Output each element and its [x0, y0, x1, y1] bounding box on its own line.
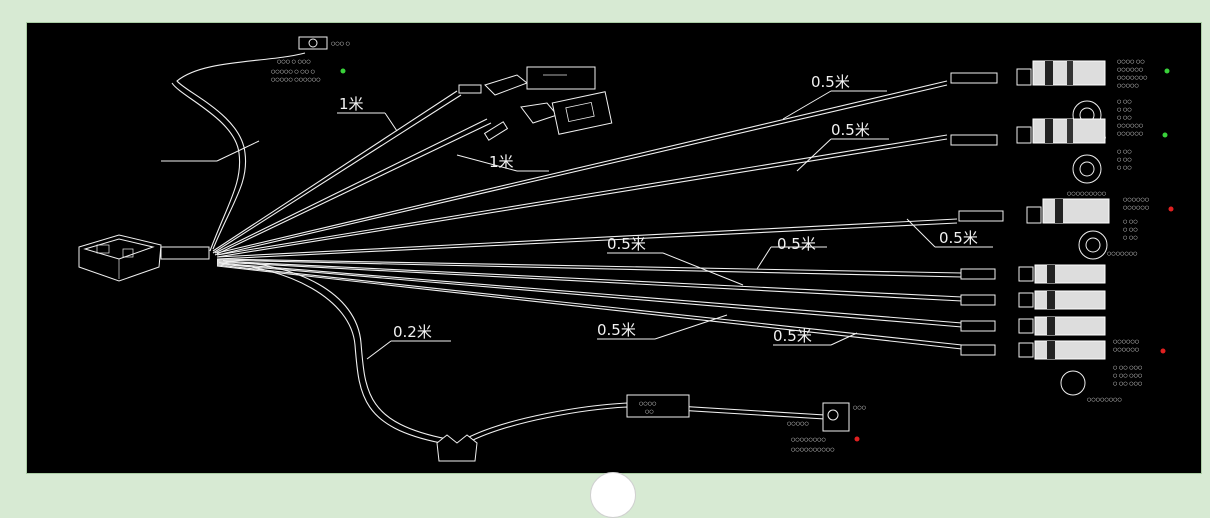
- label-02m: 0.2米: [393, 323, 432, 341]
- fuse-box: ○○○○ ○○: [626, 394, 690, 418]
- svg-text:○○○○○ ○ ○○ ○: ○○○○○ ○ ○○ ○: [271, 69, 315, 75]
- svg-text:○○○○○○○: ○○○○○○○: [1117, 75, 1148, 81]
- svg-text:○○○○○○: ○○○○○○: [1117, 131, 1143, 137]
- svg-text:○○○○○ ○○○○○○: ○○○○○ ○○○○○○: [271, 77, 321, 83]
- svg-text:○○○○○○: ○○○○○○: [1113, 347, 1139, 353]
- svg-text:○ ○○: ○ ○○: [1117, 165, 1132, 171]
- label-05m-b: 0.5米: [831, 121, 870, 139]
- wire-bundle: [171, 52, 963, 444]
- right-connector-3: ○○○○○○ ○○○○○○ ○ ○○ ○ ○○ ○ ○○ ○○○○○○○: [958, 197, 1174, 260]
- svg-text:○ ○○ ○○○: ○ ○○ ○○○: [1113, 373, 1142, 379]
- bottom-junction: [436, 434, 478, 462]
- leaders: [161, 90, 993, 360]
- usb-connector-1: [458, 66, 596, 96]
- svg-text:○○○○○○○: ○○○○○○○: [1107, 251, 1138, 257]
- svg-text:○ ○○: ○ ○○: [1123, 227, 1138, 233]
- scroll-indicator[interactable]: [590, 472, 636, 518]
- svg-text:○○○○: ○○○○: [639, 401, 656, 407]
- svg-text:○ ○○: ○ ○○: [1117, 99, 1132, 105]
- label-05m-c: 0.5米: [939, 229, 978, 247]
- svg-text:○○: ○○: [645, 409, 654, 415]
- label-1m-b: 1米: [489, 153, 514, 171]
- label-05m-g: 0.5米: [773, 327, 812, 345]
- svg-text:○ ○○: ○ ○○: [1117, 157, 1132, 163]
- top-connector: ○○○ ○ ○○○ ○ ○○○ ○○○○○ ○ ○○ ○ ○○○○○ ○○○○○…: [271, 36, 350, 83]
- label-05m-d: 0.5米: [607, 235, 646, 253]
- svg-text:○○○○○○○○: ○○○○○○○○: [791, 437, 826, 443]
- svg-text:○○○ ○: ○○○ ○: [331, 41, 350, 47]
- svg-text:○○○○○○○○: ○○○○○○○○: [1087, 397, 1122, 403]
- svg-text:○ ○○: ○ ○○: [1123, 235, 1138, 241]
- svg-text:○○○○○○: ○○○○○○: [1113, 339, 1139, 345]
- svg-text:○○○○○○: ○○○○○○: [1123, 205, 1149, 211]
- svg-text:○○○○○: ○○○○○: [787, 421, 809, 427]
- svg-text:○○○○○○: ○○○○○○: [1117, 67, 1143, 73]
- label-1m-a: 1米: [339, 95, 364, 113]
- right-connectors-rca: ○○○○○○ ○○○○○○ ○ ○○ ○○○ ○ ○○ ○○○ ○ ○○ ○○○…: [960, 264, 1166, 403]
- svg-text:○ ○○: ○ ○○: [1117, 115, 1132, 121]
- svg-text:○ ○○ ○○○: ○ ○○ ○○○: [1113, 365, 1142, 371]
- main-device: [78, 234, 210, 282]
- svg-text:○○○○○○○○○: ○○○○○○○○○: [1067, 191, 1106, 197]
- label-05m-a: 0.5米: [811, 73, 850, 91]
- svg-text:○ ○○ ○○○: ○ ○○ ○○○: [1113, 381, 1142, 387]
- usb-connector-2: [483, 91, 613, 141]
- svg-text:○○○○○○: ○○○○○○: [1117, 123, 1143, 129]
- diagram-frame: ○○○ ○ ○○○ ○ ○○○ ○○○○○ ○ ○○ ○ ○○○○○ ○○○○○…: [26, 22, 1202, 474]
- svg-text:○○○○ ○○: ○○○○ ○○: [1117, 59, 1145, 65]
- svg-text:○○○: ○○○: [853, 405, 866, 411]
- right-connector-2: ○○○○○○ ○○○○○○ ○ ○○ ○ ○○ ○ ○○ ○○○○○○○○○: [950, 118, 1168, 197]
- svg-text:○ ○○: ○ ○○: [1117, 149, 1132, 155]
- svg-text:○○○ ○ ○○○: ○○○ ○ ○○○: [277, 59, 311, 65]
- label-05m-e: 0.5米: [777, 235, 816, 253]
- svg-text:○ ○○: ○ ○○: [1123, 219, 1138, 225]
- label-05m-f: 0.5米: [597, 321, 636, 339]
- svg-text:○○○○○○: ○○○○○○: [1123, 197, 1149, 203]
- svg-text:○○○○○○○○○○: ○○○○○○○○○○: [791, 447, 835, 453]
- wiring-harness-diagram: ○○○ ○ ○○○ ○ ○○○ ○○○○○ ○ ○○ ○ ○○○○○ ○○○○○…: [78, 36, 1174, 462]
- svg-text:○○○○○: ○○○○○: [1117, 83, 1139, 89]
- svg-text:○ ○○: ○ ○○: [1117, 107, 1132, 113]
- power-connector: ○○○ ○○○○○ ○○○○○○○○ ○○○○○○○○○○: [787, 402, 866, 453]
